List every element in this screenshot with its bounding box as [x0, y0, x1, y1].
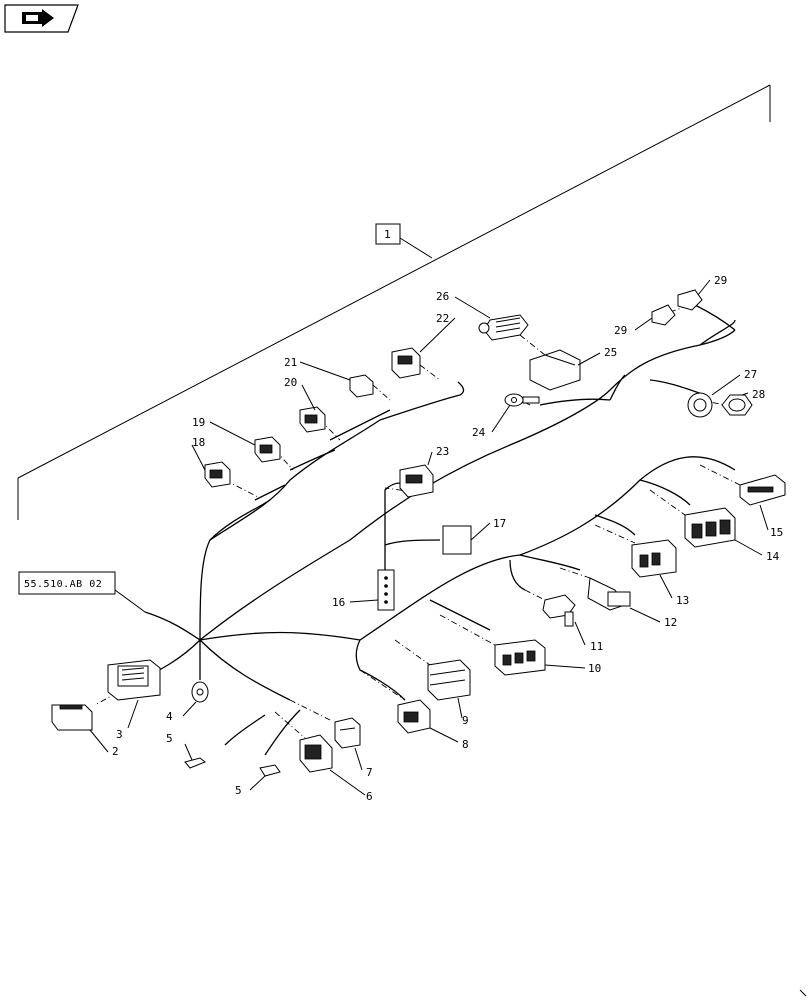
- callout-18: 18: [192, 436, 205, 449]
- callout-11: 11: [590, 640, 603, 653]
- callout-12: 12: [664, 616, 677, 629]
- callout-28: 28: [752, 388, 765, 401]
- part-25: [529, 349, 581, 391]
- callout-17: 17: [493, 517, 506, 530]
- callout-29b: 29: [714, 274, 727, 287]
- callout-21: 21: [284, 356, 297, 369]
- part-27: [687, 392, 713, 418]
- callout-3: 3: [116, 728, 123, 741]
- part-6: [299, 734, 333, 773]
- part-7: [334, 717, 361, 749]
- callout-29a: 29: [614, 324, 627, 337]
- callout-20: 20: [284, 376, 297, 389]
- part-14: [684, 507, 736, 548]
- part-21: [349, 374, 374, 398]
- callout-1: 1: [375, 223, 401, 245]
- part-24: [504, 393, 540, 407]
- reference-label: 55.510.AB 02: [24, 579, 102, 590]
- part-23: [399, 464, 434, 498]
- part-15: [739, 474, 786, 506]
- callout-13: 13: [676, 594, 689, 607]
- wire-harness: [139, 304, 736, 756]
- next-page-button[interactable]: [4, 4, 79, 33]
- callout-15: 15: [770, 526, 783, 539]
- callout-6: 6: [366, 790, 373, 803]
- callout-2: 2: [112, 745, 119, 758]
- corner-mark: [799, 989, 807, 997]
- callout-9: 9: [462, 714, 469, 727]
- part-19: [254, 436, 281, 463]
- part-3: [107, 659, 161, 701]
- part-28: [721, 394, 753, 416]
- callout-7: 7: [366, 766, 373, 779]
- reference-box[interactable]: 55.510.AB 02: [18, 571, 146, 613]
- part-11: [542, 594, 576, 627]
- part-22: [391, 347, 421, 379]
- leader-dashes: [94, 304, 741, 739]
- part-16: [377, 569, 395, 611]
- callout-27: 27: [744, 368, 757, 381]
- part-12: [587, 577, 631, 611]
- part-5b: [259, 764, 281, 777]
- part-17: [442, 525, 472, 555]
- part-10: [494, 639, 546, 676]
- callout-26: 26: [436, 290, 449, 303]
- callout-5a: 5: [166, 732, 173, 745]
- callout-24: 24: [472, 426, 486, 439]
- callout-10: 10: [588, 662, 601, 675]
- callout-labels: 2 3 4 5 5 6 7 8 9 10 11 12 13 14 15 16 1…: [112, 274, 783, 803]
- callout-4: 4: [166, 710, 173, 723]
- callout-25: 25: [604, 346, 617, 359]
- assembly-bracket: [17, 84, 771, 520]
- callout-22: 22: [436, 312, 449, 325]
- callout-5b: 5: [235, 784, 242, 797]
- callout-14: 14: [766, 550, 780, 563]
- callout-23: 23: [436, 445, 449, 458]
- part-29a: [651, 304, 676, 326]
- part-18: [204, 461, 231, 488]
- part-29b: [677, 289, 703, 311]
- callout-1-label: 1: [384, 228, 391, 241]
- part-2: [51, 704, 93, 731]
- callout-leaders: [89, 279, 769, 796]
- part-9: [427, 659, 471, 701]
- part-13: [631, 539, 677, 578]
- part-8: [397, 699, 431, 734]
- callout-19: 19: [192, 416, 205, 429]
- next-page-icon: [22, 9, 54, 27]
- callout-8: 8: [462, 738, 469, 751]
- callout-16: 16: [332, 596, 345, 609]
- part-20: [299, 406, 326, 433]
- part-5a: [184, 757, 206, 769]
- part-26: [478, 314, 529, 341]
- part-4: [191, 681, 209, 703]
